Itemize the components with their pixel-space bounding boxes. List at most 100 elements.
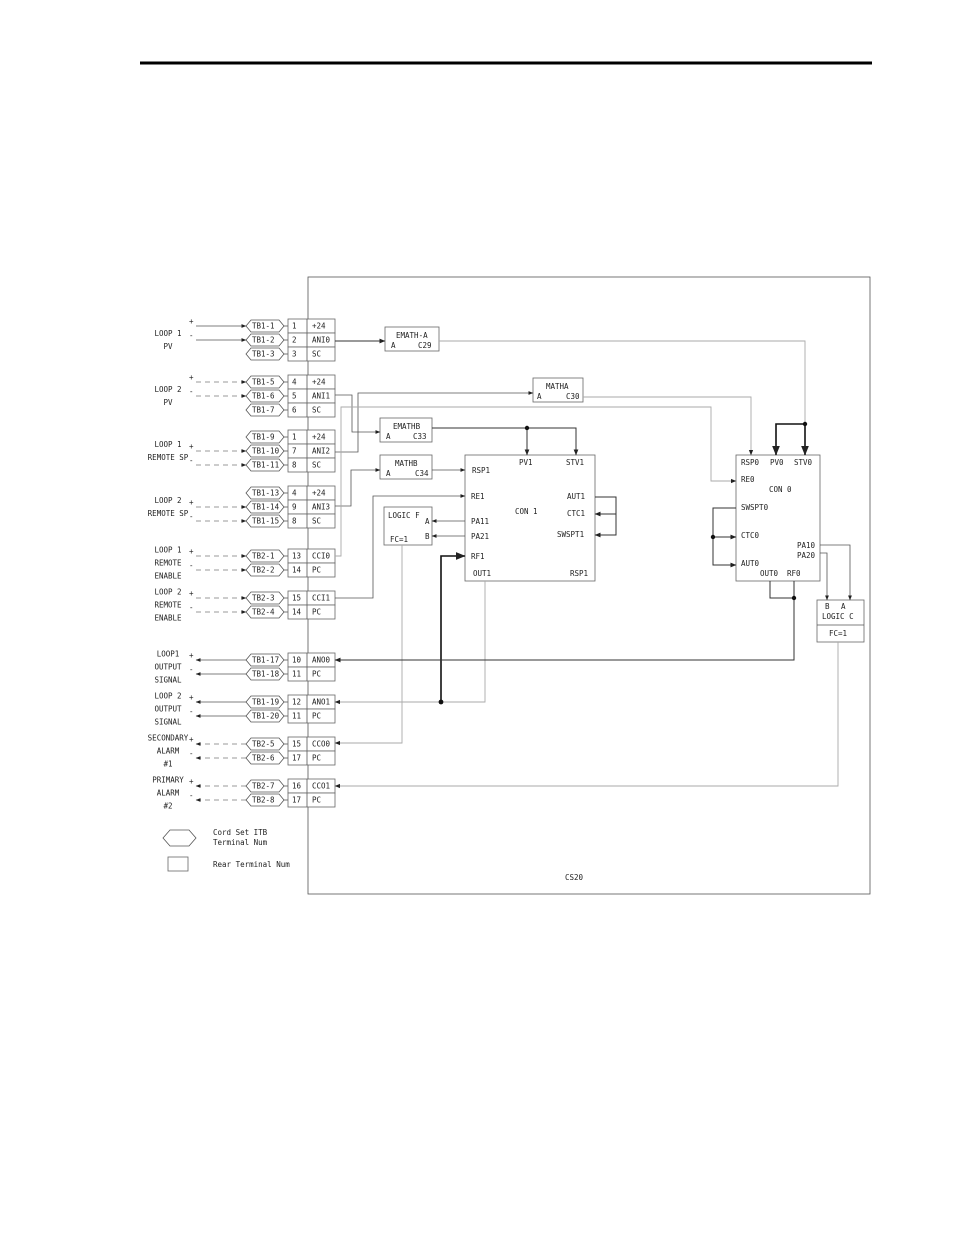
polarity-sign: -	[189, 512, 194, 521]
loop-label: PRIMARY	[152, 776, 184, 785]
cordset-terminal-label: TB1-17	[252, 656, 279, 665]
rear-terminal-function: CCO1	[312, 782, 330, 791]
loop-label: ENABLE	[154, 614, 182, 623]
rear-terminal-function: +24	[312, 322, 326, 331]
con0-stv0: STV0	[794, 458, 813, 467]
block-output: C29	[418, 341, 432, 350]
rear-terminal-number: 17	[292, 754, 301, 763]
rear-terminal-box	[287, 750, 336, 766]
rear-terminal-box	[287, 562, 336, 578]
loop-label: OUTPUT	[154, 705, 182, 714]
block-input: A	[386, 469, 391, 478]
rear-terminal-number: 16	[292, 782, 302, 791]
square-legend-icon	[167, 856, 189, 872]
rear-terminal-function: CCI0	[312, 552, 331, 561]
cordset-terminal-label: TB1-10	[252, 447, 280, 456]
block-pin-b: B	[425, 532, 430, 541]
block-fc: FC=1	[829, 629, 847, 638]
rear-terminal-function: SC	[312, 350, 321, 359]
rear-terminal-number: 1	[292, 322, 297, 331]
polarity-sign: -	[189, 603, 194, 612]
loop-label: ALARM	[157, 747, 180, 756]
cs20-frame	[307, 276, 871, 895]
rear-terminal-function: PC	[312, 796, 321, 805]
legend-hexagon-line2: Terminal Num	[213, 838, 268, 847]
con1-re1: RE1	[471, 492, 485, 501]
con0-rsp0: RSP0	[741, 458, 760, 467]
loop-label: REMOTE SP	[148, 453, 189, 462]
cordset-terminal-label: TB2-6	[252, 754, 275, 763]
frame-label: CS20	[565, 873, 584, 882]
block-logic-f: LOGIC F A B FC=1	[383, 506, 433, 546]
loop-label: OUTPUT	[154, 663, 182, 672]
rear-terminal-number: 14	[292, 566, 302, 575]
block-pin-a: A	[425, 517, 430, 526]
legend-square-line1: Rear Terminal Num	[213, 860, 290, 869]
logic-c-pin-b: B	[825, 602, 830, 611]
loop-label: REMOTE SP	[148, 509, 189, 518]
block-input: A	[391, 341, 396, 350]
con1-rf1: RF1	[471, 552, 485, 561]
rear-terminal-function: +24	[312, 433, 326, 442]
rear-terminal-number: 15	[292, 740, 301, 749]
con1-pa11: PA11	[471, 517, 489, 526]
con0-pa10: PA10	[797, 541, 816, 550]
block-title: EMATHB	[393, 422, 421, 431]
rear-terminal-function: ANI0	[312, 336, 331, 345]
con1-pa21: PA21	[471, 532, 489, 541]
loop-label: LOOP 2	[154, 496, 181, 505]
block-emath-a: EMATH-A A C29	[384, 326, 440, 352]
cordset-terminal-label: TB1-13	[252, 489, 279, 498]
rear-terminal-number: 9	[292, 503, 297, 512]
block-output: C34	[415, 469, 429, 478]
rear-terminal-function: PC	[312, 670, 321, 679]
rear-terminal-number: 11	[292, 670, 301, 679]
logic-c-pin-a: A	[841, 602, 846, 611]
rear-terminal-number: 13	[292, 552, 301, 561]
polarity-sign: -	[189, 561, 194, 570]
loop-label: SECONDARY	[148, 734, 189, 743]
rear-terminal-function: ANO1	[312, 698, 330, 707]
rear-terminal-function: SC	[312, 461, 321, 470]
rear-terminal-box	[287, 708, 336, 724]
polarity-sign: +	[189, 547, 194, 556]
cordset-terminal-label: TB1-2	[252, 336, 275, 345]
block-logic-c: B A LOGIC C FC=1	[816, 599, 865, 643]
wiring	[334, 338, 852, 789]
cordset-terminal-label: TB2-7	[252, 782, 275, 791]
loop-label: LOOP 2	[154, 692, 181, 701]
block-title: EMATH-A	[396, 331, 428, 340]
rear-terminal-number: 14	[292, 608, 302, 617]
polarity-sign: +	[189, 777, 194, 786]
con0-aut0: AUT0	[741, 559, 760, 568]
rear-terminal-function: PC	[312, 754, 321, 763]
rear-terminal-function: ANI2	[312, 447, 330, 456]
hexagon-legend-icon	[162, 829, 197, 847]
polarity-sign: +	[189, 651, 194, 660]
con0-pv0: PV0	[770, 458, 784, 467]
polarity-sign: +	[189, 498, 194, 507]
block-output: C30	[566, 392, 580, 401]
loop-label: PV	[163, 342, 173, 351]
block-title: CON 0	[769, 485, 792, 494]
rear-terminal-function: CCO0	[312, 740, 331, 749]
con1-swspt1: SWSPT1	[557, 530, 584, 539]
con0-swspt0: SWSPT0	[741, 503, 769, 512]
rear-terminal-number: 6	[292, 406, 297, 415]
rear-terminal-function: +24	[312, 489, 326, 498]
rear-terminal-number: 7	[292, 447, 297, 456]
block-matha: MATHA A C30	[532, 377, 584, 403]
rear-terminal-function: SC	[312, 517, 321, 526]
loop-label: #2	[163, 802, 172, 811]
polarity-sign: -	[189, 456, 194, 465]
con1-stv1: STV1	[566, 458, 584, 467]
rear-terminal-box	[287, 604, 336, 620]
block-con1: CON 1 RSP1 RE1 PA11 PA21 RF1 OUT1 RSP1 P…	[464, 454, 596, 582]
cordset-terminal-label: TB2-5	[252, 740, 275, 749]
cordset-terminal-label: TB1-9	[252, 433, 275, 442]
